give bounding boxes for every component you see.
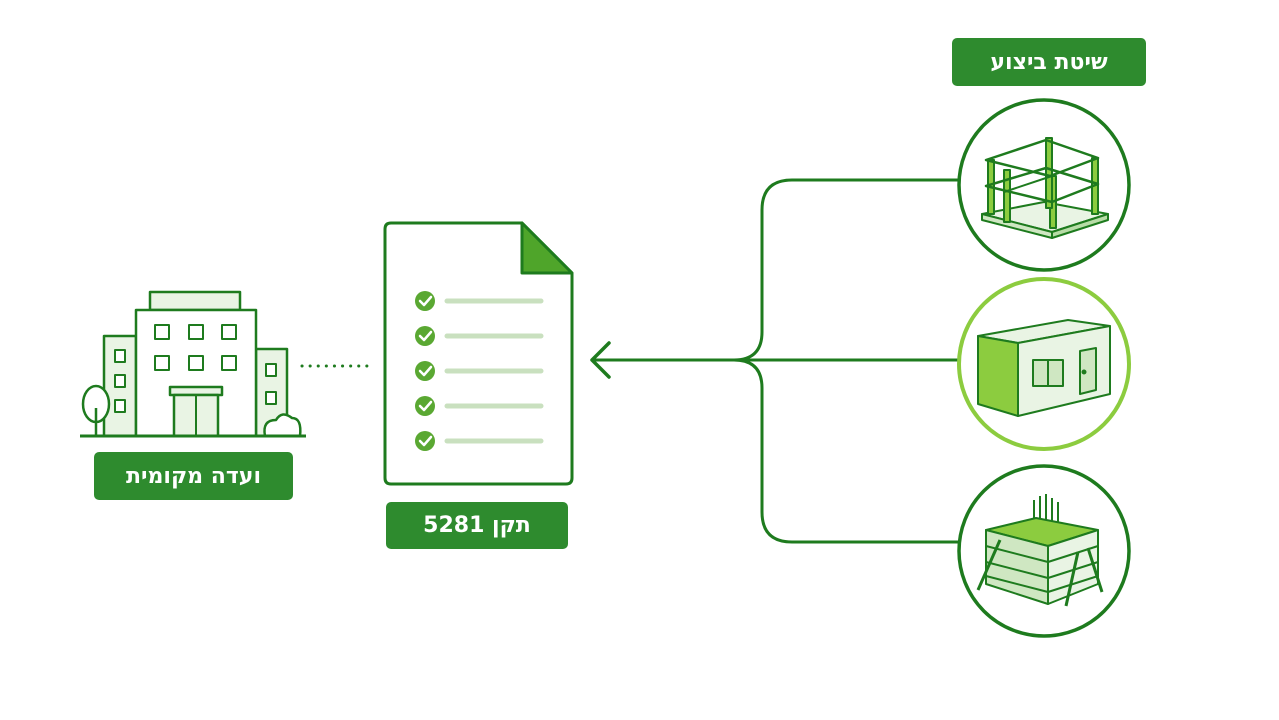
steel-frame-structure-icon [981, 137, 1109, 239]
prefab-module-icon [977, 319, 1111, 417]
construction-method-label: שיטת ביצוע [952, 38, 1146, 86]
method-connector-lines [590, 178, 960, 544]
method-circle-formwork[interactable] [957, 464, 1131, 638]
local-committee-label: ועדה מקומית [94, 452, 293, 500]
concrete-formwork-icon [976, 494, 1104, 607]
method-circle-steel-frame[interactable] [957, 98, 1131, 272]
arrow-left-icon [590, 341, 611, 379]
office-building-icon [80, 290, 306, 438]
check-icon [415, 326, 435, 346]
checklist-document-icon [383, 221, 574, 486]
check-icon [415, 431, 435, 451]
check-icon [415, 396, 435, 416]
method-circle-prefab-module[interactable] [957, 277, 1131, 451]
check-icon [415, 291, 435, 311]
standard-label: תקן 5281 [386, 502, 568, 549]
check-icon [415, 361, 435, 381]
